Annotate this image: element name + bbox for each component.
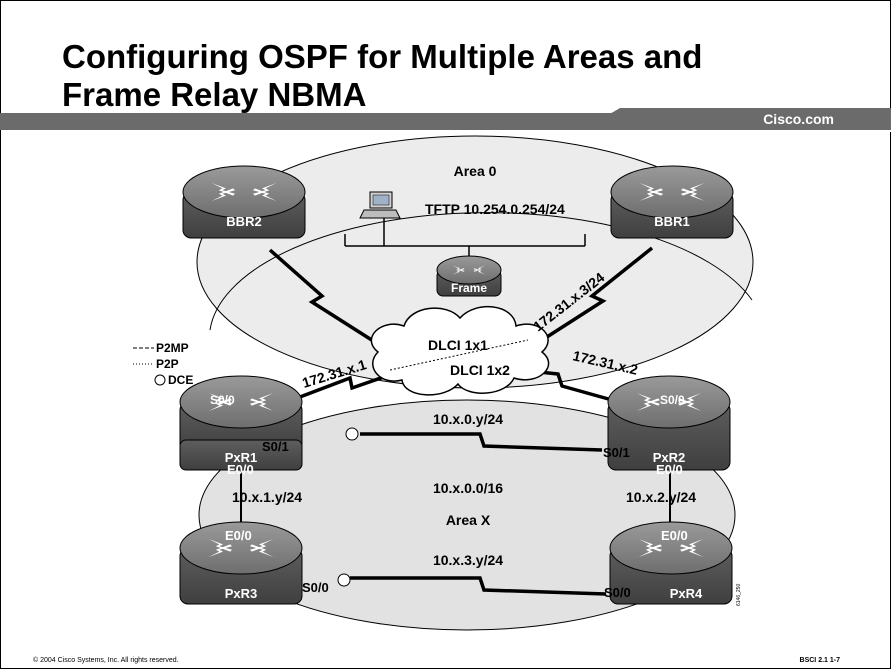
tftp-label: TFTP 10.254.0.254/24 [425, 201, 565, 217]
router-bbr1: BBR1 [610, 165, 734, 239]
title-line-1: Configuring OSPF for Multiple Areas and [62, 38, 703, 75]
legend-p2p: P2P [156, 357, 179, 371]
pxr1-e00-label: E0/0 [227, 462, 254, 477]
figure-id: 6146_250 [736, 584, 742, 606]
tftp-lan [344, 216, 586, 262]
pxr2-e00-label: E0/0 [656, 462, 683, 477]
pxr3-pxr4-network: 10.x.3.y/24 [433, 552, 503, 568]
router-label-frame: Frame [451, 281, 487, 295]
router-label-pxr4: PxR4 [670, 586, 703, 601]
slide-title: Configuring OSPF for Multiple Areas and … [62, 38, 842, 114]
router-bbr2: BBR2 [182, 165, 306, 239]
area-x-network-label: 10.x.0.0/16 [433, 480, 503, 496]
slide-number: BSCI 2.1 1-7 [800, 657, 841, 664]
area-0-label: Area 0 [454, 163, 497, 179]
pxr4-s00-label: S0/0 [604, 585, 631, 600]
dlci-1x1-label: DLCI 1x1 [428, 337, 488, 353]
dce-marker-pxr1 [345, 427, 359, 441]
svg-text:PxR1: PxR1 [225, 450, 258, 465]
link-pxr1-cloud [291, 368, 405, 402]
router-frame: Frame [436, 255, 502, 297]
pxr2-s01-label: S0/1 [603, 445, 630, 460]
link-pxr1-pxr2 [360, 432, 603, 452]
link-bbr1-cloud [535, 246, 654, 346]
router-pxr2: PxR2 [607, 375, 731, 471]
frame-relay-cloud [370, 305, 550, 396]
pxr3-e00-label: E0/0 [225, 528, 252, 543]
header-bar [0, 108, 891, 132]
router-label-pxr2: PxR2 [653, 450, 686, 465]
copyright-text: © 2004 Cisco Systems, Inc. All rights re… [33, 656, 179, 664]
router-label-bbr1: BBR1 [654, 214, 689, 229]
link-bbr2-cloud [268, 248, 379, 346]
link-pxr3-pxr4 [350, 576, 607, 596]
pxr2-pxr4-network: 10.x.2.y/24 [626, 489, 696, 505]
pxr1-s01-label: S0/1 [262, 439, 289, 454]
router-pxr3: PxR3 [179, 521, 303, 605]
pxr1-pxr2-network: 10.x.0.y/24 [433, 411, 503, 427]
dce-marker-pxr3 [337, 573, 351, 587]
pxr4-e00-label: E0/0 [661, 528, 688, 543]
legend-dce-icon [154, 374, 166, 386]
router-pxr1: PxR1 PxR1 [179, 375, 303, 471]
pxr1-s00-label: S0/0 [210, 393, 235, 407]
router-label-pxr3: PxR3 [225, 586, 258, 601]
legend-p2mp: P2MP [156, 341, 189, 355]
legend-dce: DCE [168, 373, 193, 387]
dlci-1x2-label: DLCI 1x2 [450, 362, 510, 378]
area-x-label: Area X [446, 512, 491, 528]
legend: P2MP P2P DCE [133, 341, 193, 387]
pxr2-s00-label: S0/0 [660, 393, 685, 407]
brand-label: Cisco.com [763, 111, 834, 127]
router-pxr4: PxR4 [609, 521, 733, 605]
title-line-2: Frame Relay NBMA [62, 76, 367, 113]
tftp-server-icon [359, 191, 401, 219]
pxr3-s00-label: S0/0 [302, 580, 329, 595]
area-x-region [198, 399, 736, 631]
pxr1-pxr3-network: 10.x.1.y/24 [232, 489, 302, 505]
router-label-bbr2: BBR2 [226, 214, 261, 229]
